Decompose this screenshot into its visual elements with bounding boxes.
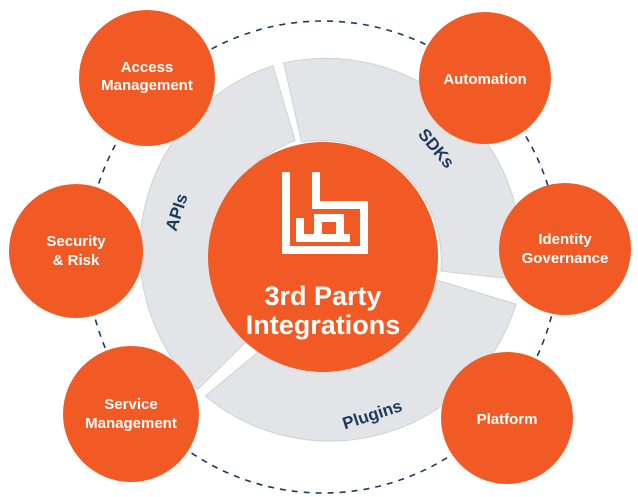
node-platform[interactable]: Platform [441,352,573,484]
center-title-line1: 3rd Party [264,281,381,311]
node-service-management[interactable]: Service Management [63,346,199,482]
node-security-risk-line2: & Risk [53,252,100,269]
node-security-risk[interactable]: Security & Risk [9,184,143,318]
node-identity-governance[interactable]: Identity Governance [499,183,631,315]
node-platform-line1: Platform [477,411,538,428]
node-service-management-line1: Service [104,396,157,413]
node-automation[interactable]: Automation [419,12,551,144]
center-circle [208,142,438,372]
node-automation-line1: Automation [443,71,526,88]
node-identity-governance-line2: Governance [522,250,609,267]
node-service-management-line2: Management [85,415,177,432]
bd-logo-icon [282,172,368,254]
node-access-management[interactable]: Access Management [79,10,215,146]
center-title-line2: Integrations [246,310,401,340]
node-identity-governance-line1: Identity [538,231,592,248]
node-access-management-line2: Management [101,77,193,94]
node-access-management-line1: Access [121,59,174,76]
node-security-risk-line1: Security [46,233,106,250]
